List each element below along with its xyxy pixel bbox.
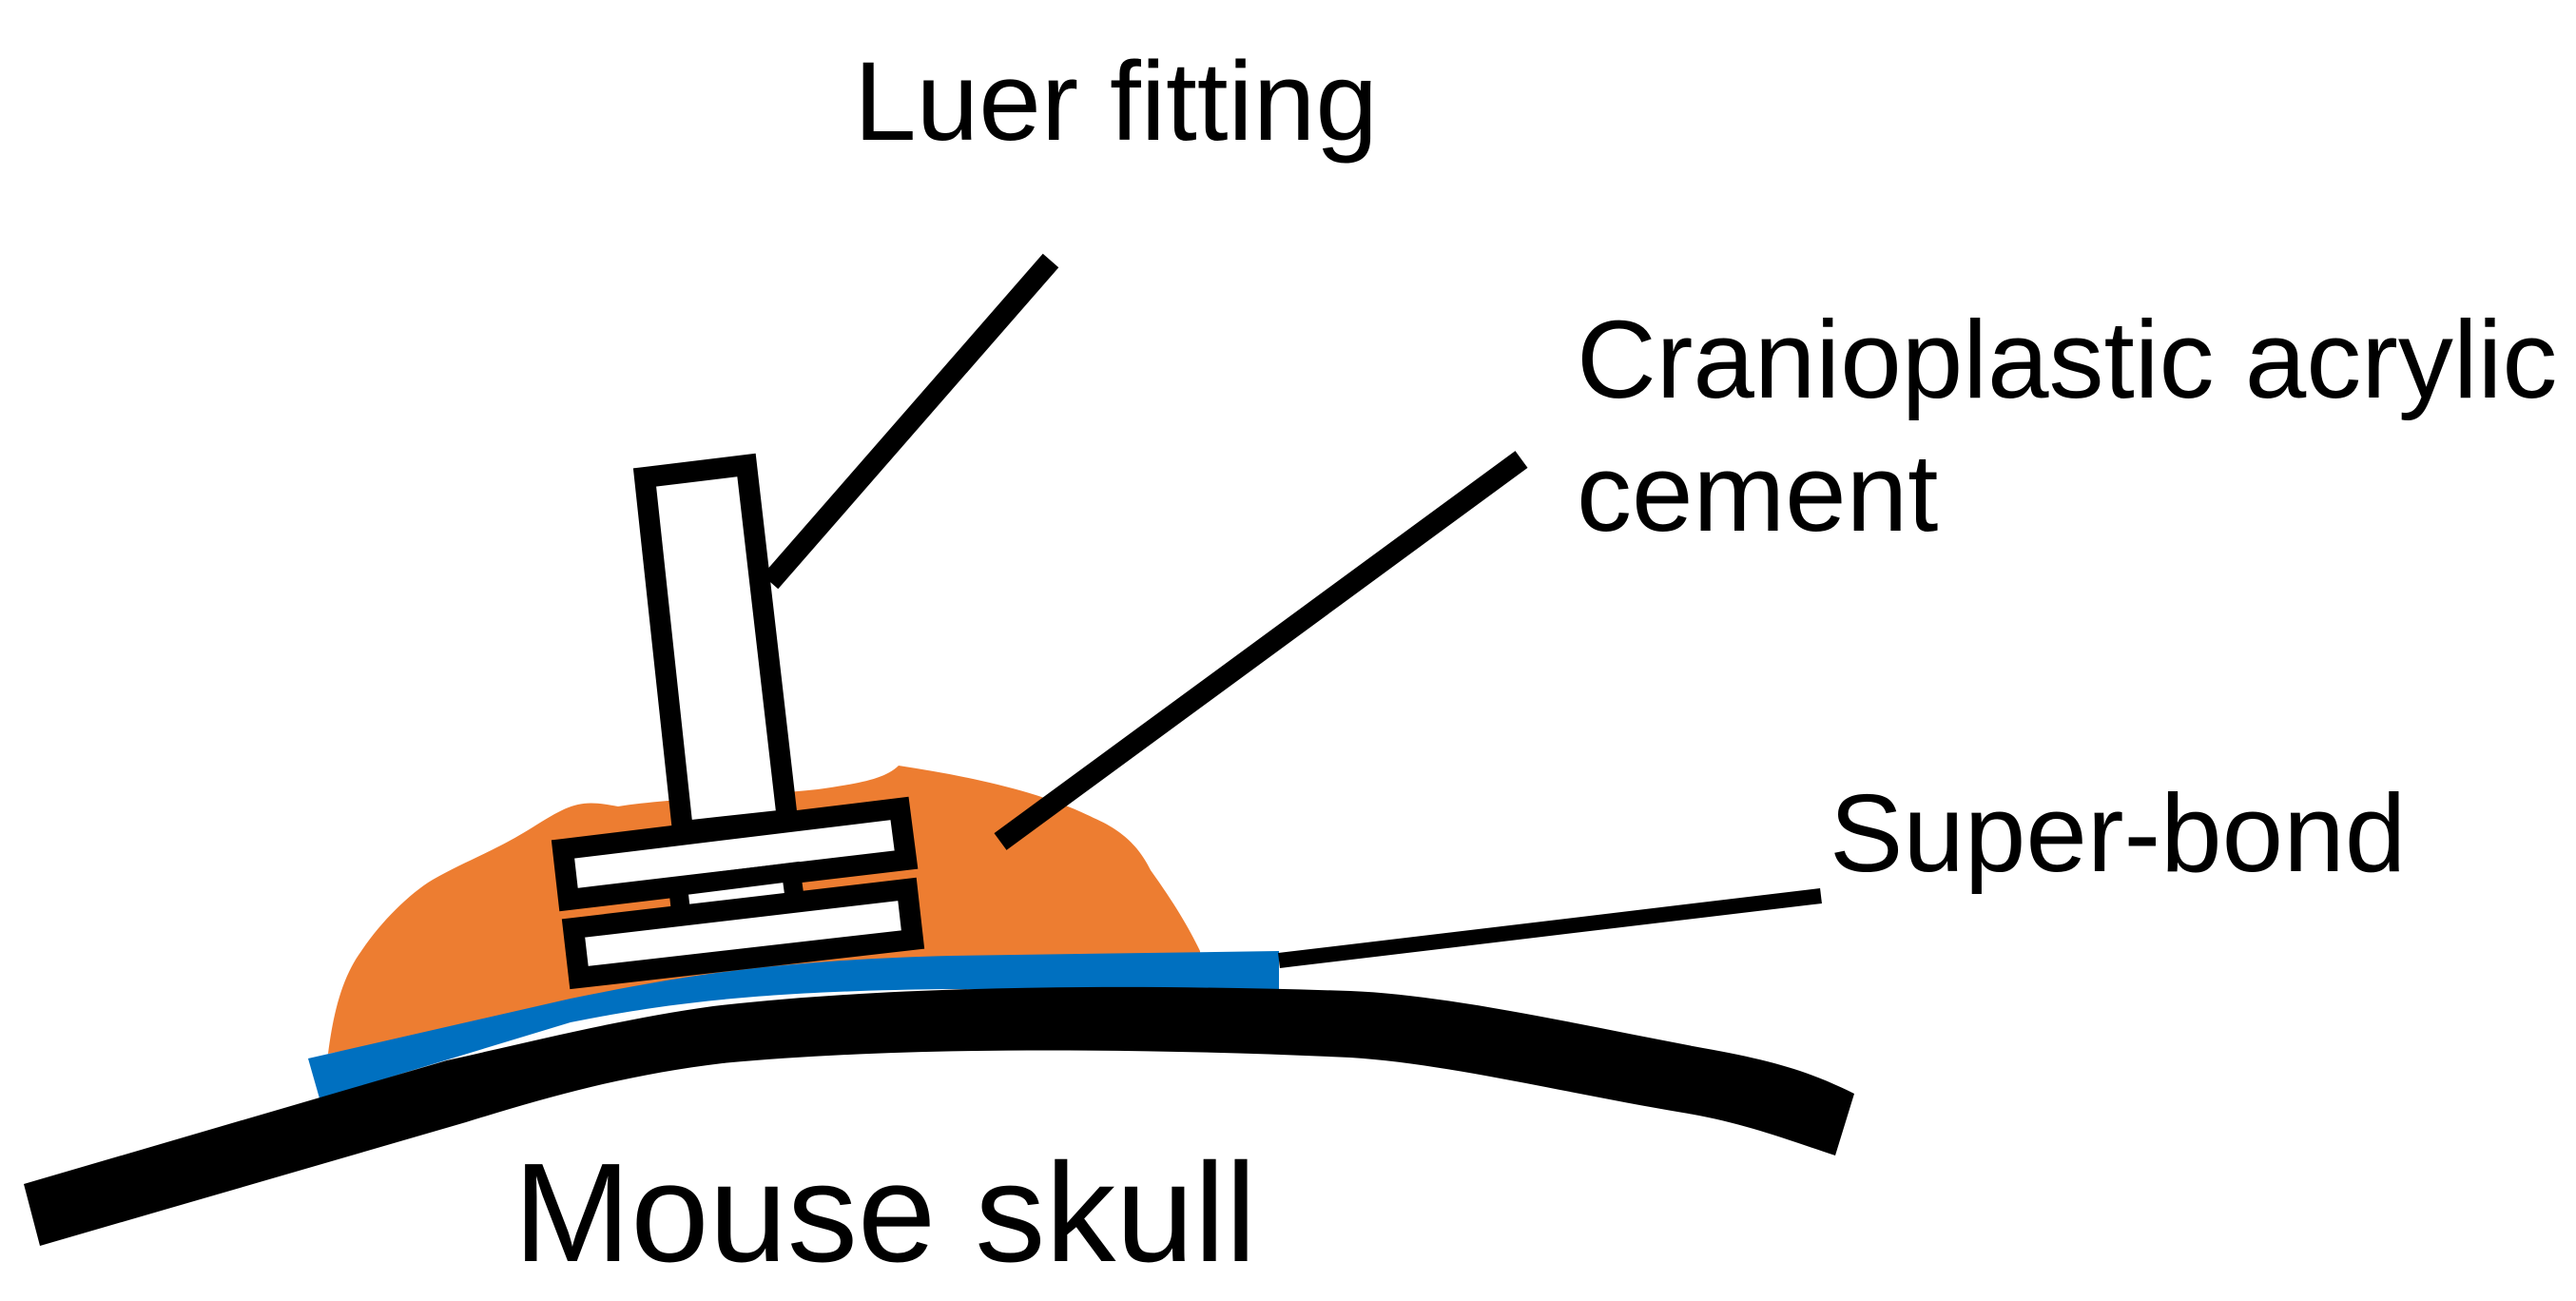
luer-fitting-tube bbox=[632, 453, 800, 844]
mouse-skull-label: Mouse skull bbox=[513, 1135, 1257, 1291]
cement-label-line2: cement bbox=[1577, 431, 1939, 554]
cement-leader-line bbox=[994, 451, 1528, 850]
mouse-skull bbox=[24, 986, 1854, 1246]
luer-fitting-lower-flange bbox=[561, 877, 925, 990]
super-bond-label: Super-bond bbox=[1830, 771, 2407, 895]
luer-fitting-upper-flange bbox=[551, 796, 919, 912]
super-bond-leader-line bbox=[1278, 888, 1822, 968]
cement-label-line1: Cranioplastic acrylic bbox=[1577, 298, 2558, 421]
luer-fitting-label: Luer fitting bbox=[854, 39, 1378, 165]
luer-fitting-leader-line bbox=[762, 253, 1059, 590]
cement-label: Cranioplastic acrylic cement bbox=[1577, 293, 2557, 559]
